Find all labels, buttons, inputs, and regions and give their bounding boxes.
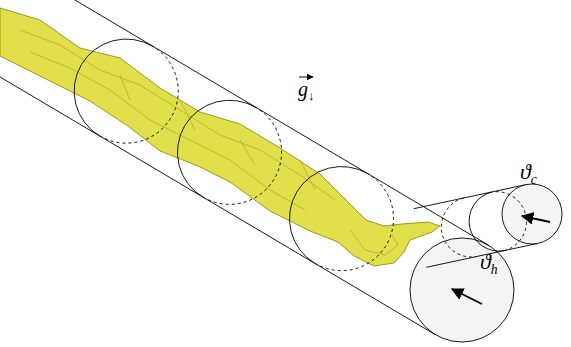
subscript: c xyxy=(531,172,537,187)
symbol: ϑ xyxy=(480,249,491,274)
symbol: ϑ xyxy=(520,159,531,184)
vector-arrow xyxy=(299,77,313,78)
plume-texture xyxy=(20,30,398,255)
hot-inflow-arrow xyxy=(452,289,482,304)
main-pipe xyxy=(0,0,514,342)
subscript: h xyxy=(491,262,498,277)
plume-isosurface xyxy=(0,8,440,266)
subscript: ↓ xyxy=(308,89,314,103)
cold-inflow-arrow xyxy=(522,216,550,222)
inlet-face xyxy=(410,238,514,342)
symbol: g xyxy=(298,78,308,100)
cold-temperature-label: ϑc xyxy=(520,160,537,187)
gravity-label: g↓ xyxy=(298,78,314,104)
hot-temperature-label: ϑh xyxy=(480,250,498,277)
